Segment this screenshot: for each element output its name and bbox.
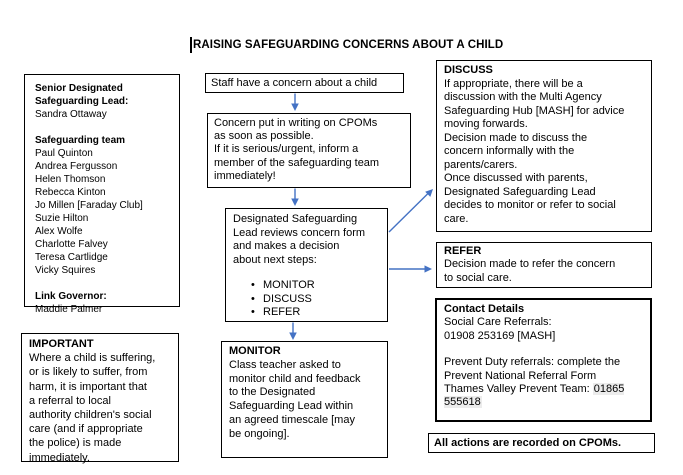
important-body: Where a child is suffering, or is likely… [29,352,156,464]
contact-prevent-team-line: Thames Valley Prevent Team: 01865 555618 [444,383,644,410]
monitor-outcome-box: MONITOR Class teacher asked to monitor c… [221,341,388,458]
text-cursor [190,37,192,53]
decision-option-discuss: DISCUSS [251,293,387,307]
spacer [444,343,644,356]
list-item: Andrea Fergusson [35,161,118,172]
important-note-box: IMPORTANT Where a child is suffering, or… [21,333,179,464]
list-item: Charlotte Falvey [35,239,108,250]
decision-options-list: MONITOR DISCUSS REFER [233,279,387,320]
spacer [35,277,174,290]
list-item: Teresa Cartlidge [35,252,108,263]
important-heading: IMPORTANT [29,338,94,350]
list-item: Paul Quinton [35,148,93,159]
list-item: Vicky Squires [35,265,96,276]
cpoms-record-note-text: All actions are recorded on CPOMs. [434,437,622,449]
arrow-decision-to-monitor [289,322,297,340]
spacer [35,121,174,134]
refer-body: Decision made to refer the concern to so… [444,258,616,284]
discuss-body: If appropriate, there will be a discussi… [444,77,625,225]
decision-option-monitor: MONITOR [251,279,387,293]
decision-body: Designated Safeguarding Lead reviews con… [233,213,366,266]
arrow-step2-to-decision [291,188,299,206]
decision-option-refer: REFER [251,306,387,320]
contact-details-box: Contact Details Social Care Referrals: 0… [435,298,652,422]
flow-step-cpoms-text: Concern put in writing on CPOMs as soon … [214,117,380,182]
list-item: Rebecca Kinton [35,187,106,198]
monitor-heading: MONITOR [229,345,281,357]
cpoms-record-note-box: All actions are recorded on CPOMs. [428,433,655,453]
flow-step-concern-box: Staff have a concern about a child [205,73,404,93]
arrow-step1-to-step2 [291,93,299,111]
page-title: RAISING SAFEGUARDING CONCERNS ABOUT A CH… [193,39,504,51]
safeguarding-team-panel: Senior Designated Safeguarding Lead: San… [24,74,180,315]
flow-step-concern-text: Staff have a concern about a child [211,77,378,89]
lead-name: Sandra Ottaway [35,109,107,120]
refer-outcome-box: REFER Decision made to refer the concern… [436,242,652,288]
contact-heading: Contact Details [444,303,525,315]
governor-name: Maddie Palmer [35,304,103,315]
flow-step-decision-box: Designated Safeguarding Lead reviews con… [225,208,388,322]
arrow-decision-to-refer [389,265,432,273]
monitor-body: Class teacher asked to monitor child and… [229,358,361,440]
lead-label: Senior Designated Safeguarding Lead: [35,83,129,107]
refer-heading: REFER [444,245,482,257]
governor-label: Link Governor: [35,291,107,302]
discuss-outcome-box: DISCUSS If appropriate, there will be a … [436,60,652,232]
discuss-heading: DISCUSS [444,64,493,76]
contact-social-care: Social Care Referrals: 01908 253169 [MAS… [444,316,556,342]
list-item: Alex Wolfe [35,226,83,237]
prevent-team-label: Thames Valley Prevent Team: [444,383,593,396]
arrow-decision-to-discuss [388,189,433,233]
list-item: Jo Millen [Faraday Club] [35,200,143,211]
list-item: Suzie Hilton [35,213,89,224]
list-item: Helen Thomson [35,174,106,185]
contact-prevent-intro: Prevent Duty referrals: complete the Pre… [444,356,621,382]
team-label: Safeguarding team [35,135,126,146]
flow-step-cpoms-box: Concern put in writing on CPOMs as soon … [207,113,411,188]
